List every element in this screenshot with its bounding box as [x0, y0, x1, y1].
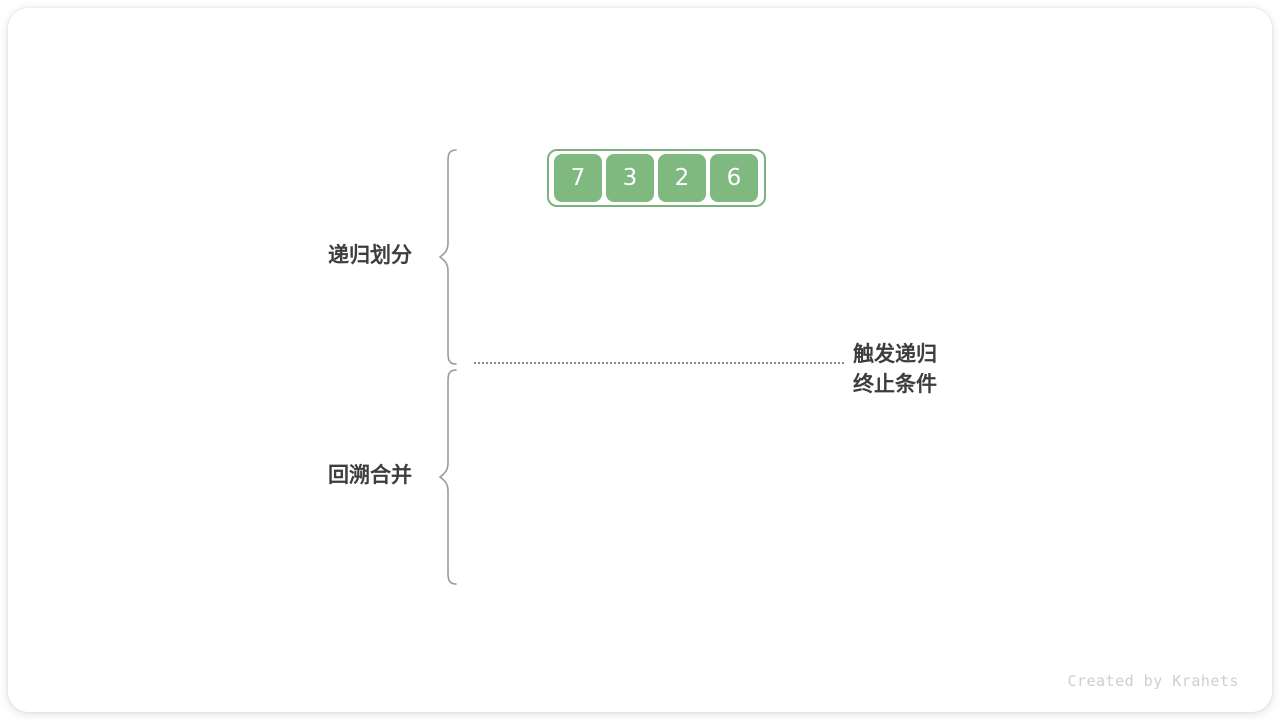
array-cell: 7	[554, 154, 602, 202]
input-array: 7 3 2 6	[547, 149, 766, 207]
note-line-1: 触发递归	[853, 342, 937, 366]
section-label-merge: 回溯合并	[328, 463, 412, 487]
array-cell: 2	[658, 154, 706, 202]
recursion-base-case-note: 触发递归 终止条件	[853, 339, 937, 399]
diagram-card: 递归划分 回溯合并 7 3 2 6 触发递归 终止条件 Created by K…	[8, 8, 1272, 712]
section-label-divide: 递归划分	[328, 243, 412, 267]
brace-merge	[436, 368, 462, 586]
brace-divide	[436, 148, 462, 366]
credit-text: Created by Krahets	[1067, 672, 1239, 690]
note-line-2: 终止条件	[853, 372, 937, 396]
array-cell: 3	[606, 154, 654, 202]
recursion-boundary-divider	[474, 362, 844, 364]
array-cell: 6	[710, 154, 758, 202]
